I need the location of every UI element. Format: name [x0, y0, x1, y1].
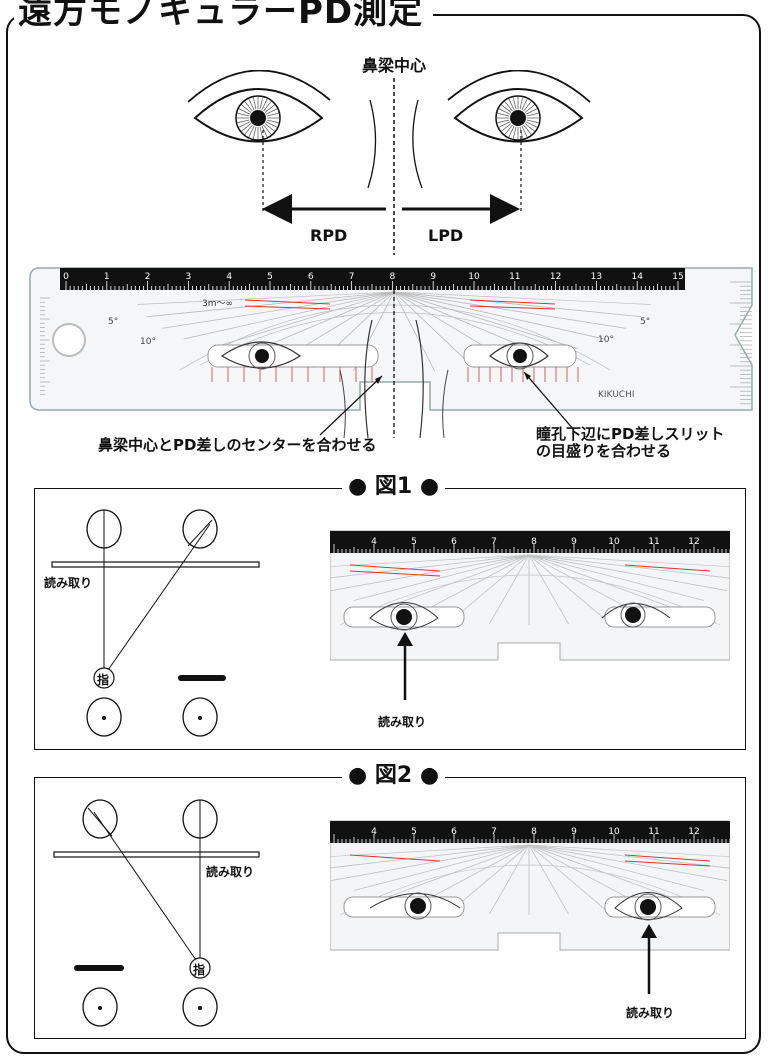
ruler-number: 9: [430, 272, 436, 282]
ruler-number: 11: [648, 537, 659, 547]
svg-text:KIKUCHI: KIKUCHI: [598, 390, 635, 400]
figure2-arrow-label: 読み取り: [626, 1006, 675, 1020]
figure1-finger-label: 指: [97, 673, 110, 687]
figure2-schematic: [53, 799, 260, 1027]
lpd-label: LPD: [428, 226, 464, 245]
svg-text:10°: 10°: [598, 335, 614, 345]
ruler-scale-bar: [60, 268, 685, 290]
ruler-number: 11: [648, 827, 659, 837]
figure1-title: ● 図1 ●: [342, 474, 446, 500]
figure1-title-text: 図1: [374, 474, 413, 499]
ruler-number: 6: [451, 537, 457, 547]
figure2-reading-label: 読み取り: [206, 865, 255, 879]
ruler-number: 14: [631, 272, 643, 282]
ruler-number: 8: [531, 827, 537, 837]
ruler-number: 7: [491, 537, 497, 547]
figure1-arrow-label: 読み取り: [378, 715, 427, 729]
ruler-number: 6: [451, 827, 457, 837]
ruler-number: 12: [688, 827, 699, 837]
ruler-number: 10: [608, 827, 620, 837]
ruler-number: 9: [571, 537, 577, 547]
ruler-number: 3: [186, 272, 192, 282]
slit-callout-line1: 瞳孔下辺にPD差しスリット: [536, 425, 725, 443]
ruler-number: 6: [308, 272, 314, 282]
right-eye-illustration: [187, 70, 331, 213]
ruler-number: 8: [390, 272, 396, 282]
ruler-number: 5: [411, 827, 417, 837]
ruler-number: 7: [491, 827, 497, 837]
ruler-number: 12: [688, 537, 699, 547]
ruler-number: 4: [371, 827, 377, 837]
svg-text:5°: 5°: [108, 317, 118, 327]
figure2-reading-arrow: [641, 924, 657, 994]
page-title: 遠方モノキュラーPD測定: [14, 0, 434, 32]
figure1-reading-arrow: [397, 632, 413, 700]
rpd-label: RPD: [310, 226, 348, 245]
ruler-number: 13: [591, 272, 602, 282]
ruler-number: 0: [63, 272, 69, 282]
ruler-number: 8: [531, 537, 537, 547]
ruler-number: 11: [509, 272, 520, 282]
svg-text:5°: 5°: [640, 317, 650, 327]
figure1-schematic: [51, 509, 260, 737]
ruler-number: 4: [226, 272, 232, 282]
figure2-ruler-photo: 4 5 6 7 8 9 10 11 12: [330, 820, 730, 951]
ruler-number: 12: [550, 272, 561, 282]
ruler-number: 7: [349, 272, 355, 282]
ruler-number: 5: [267, 272, 273, 282]
ruler-number: 10: [468, 272, 480, 282]
figure2-title-text: 図2: [374, 763, 413, 788]
ruler-number: 10: [608, 537, 620, 547]
figure1-reading-label: 読み取り: [44, 576, 93, 590]
ruler-number: 15: [672, 272, 683, 282]
ruler-number: 4: [371, 537, 377, 547]
slit-align-callout: 瞳孔下辺にPD差しスリット の目盛りを合わせる: [536, 426, 724, 460]
eyes-diagram: [187, 70, 591, 255]
left-eye-illustration: [447, 70, 591, 213]
figure2-title: ● 図2 ●: [342, 763, 446, 789]
slit-callout-line2: の目盛りを合わせる: [536, 442, 672, 460]
figure1-ruler-photo: 4 5 6 7 8 9 10 11 12: [330, 530, 730, 661]
center-align-callout: 鼻梁中心とPD差しのセンターを合わせる: [98, 436, 377, 454]
nose-center-label: 鼻梁中心: [362, 56, 427, 75]
ruler-number: 9: [571, 827, 577, 837]
figure2-finger-label: 指: [193, 963, 206, 977]
ruler-distance-label: 3m〜∞: [202, 299, 233, 309]
ruler-number: 5: [411, 537, 417, 547]
ruler-hole: [52, 323, 86, 357]
ruler-number: 1: [104, 272, 110, 282]
svg-text:10°: 10°: [140, 337, 156, 347]
ruler-number: 2: [145, 272, 151, 282]
ruler-body: [29, 267, 753, 411]
